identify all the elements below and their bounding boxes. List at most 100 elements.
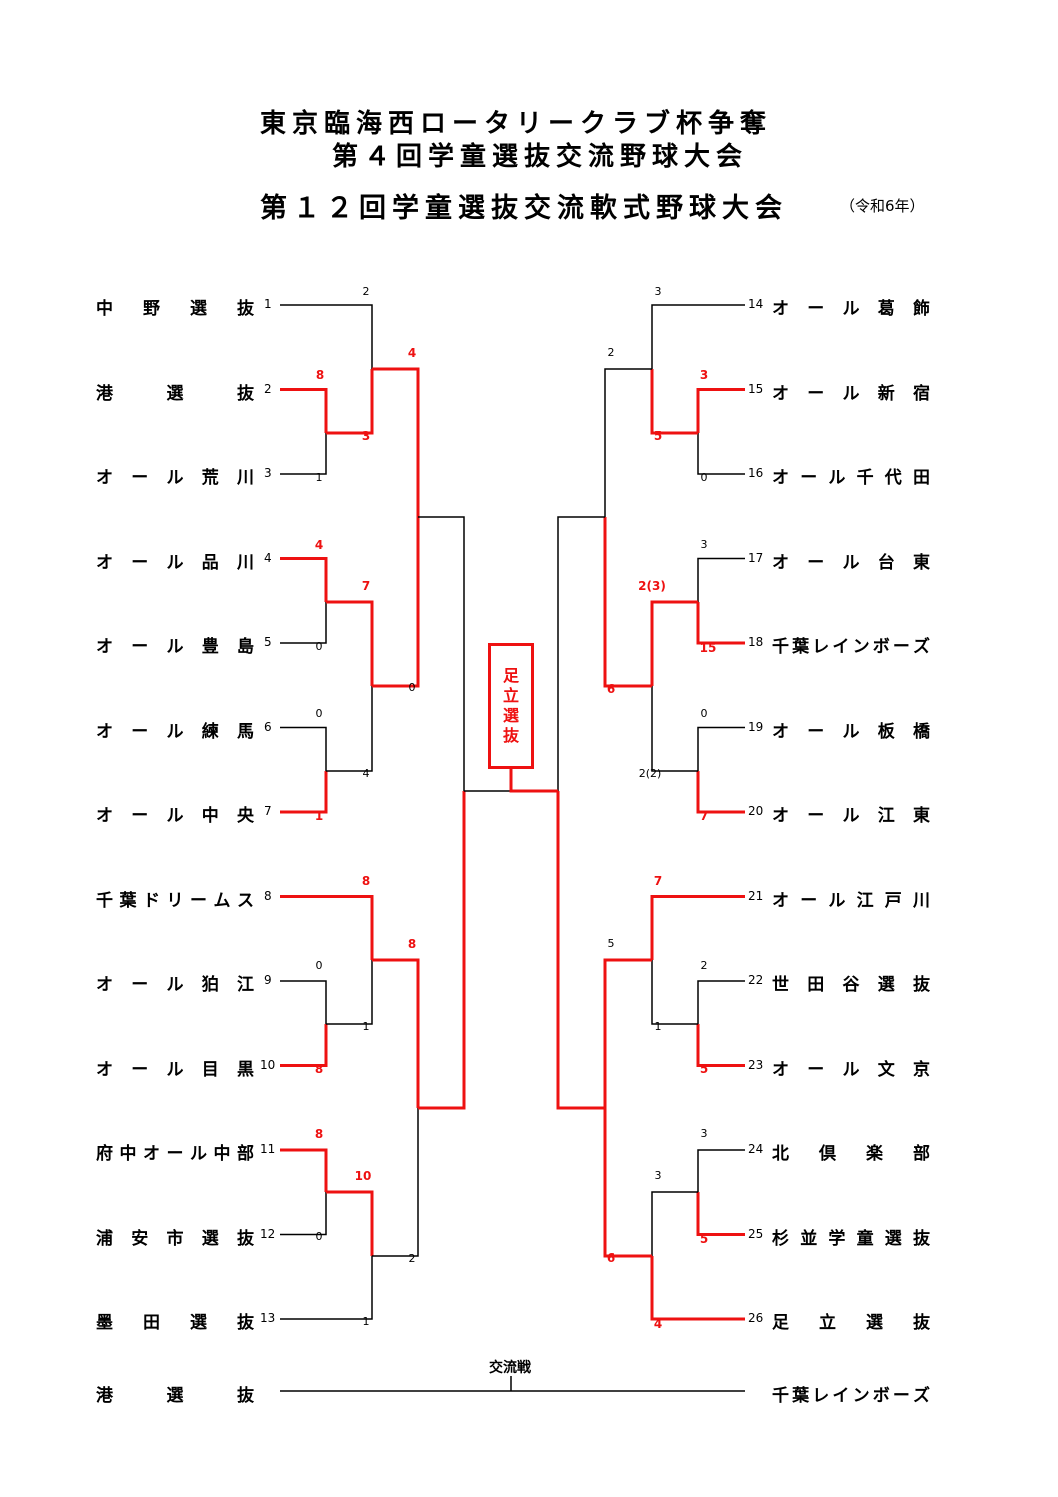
bracket-line <box>696 602 745 645</box>
bracket-line <box>326 369 374 435</box>
bracket-line <box>697 726 745 771</box>
score-s19: 0 <box>315 1230 323 1243</box>
score-s12: 0 <box>408 681 416 694</box>
bracket-line <box>280 895 374 960</box>
bracket-line <box>372 517 420 688</box>
bracket-line <box>696 1024 745 1067</box>
seed-number: 18 <box>748 635 764 649</box>
team-left-9: オール狛江 <box>96 975 254 995</box>
score-r2: 3 <box>699 368 709 382</box>
bracket-line <box>372 958 420 1108</box>
exchange-right-team: 千葉レインボーズ <box>772 1386 930 1406</box>
team-left-10: オール目黒 <box>96 1059 254 1080</box>
team-right-15: オール新宿 <box>772 383 930 404</box>
score-s17: 8 <box>407 937 417 951</box>
tournament-title-sponsor: 東京臨海西ロータリークラブ杯争奪 <box>260 109 773 139</box>
seed-number: 3 <box>264 466 272 480</box>
seed-number: 26 <box>748 1311 764 1325</box>
bracket-line <box>372 367 420 517</box>
bracket-line <box>557 516 605 791</box>
bracket-line <box>651 304 745 369</box>
team-right-18: 千葉レインボーズ <box>772 637 930 657</box>
score-r9: 0 <box>700 707 708 720</box>
seed-number: 13 <box>260 1311 276 1325</box>
bracket-line <box>280 1256 373 1320</box>
bracket-line <box>280 557 328 602</box>
team-right-26: 足立選抜 <box>772 1313 930 1333</box>
score-r7: 15 <box>699 641 717 655</box>
team-right-23: オール文京 <box>772 1059 930 1080</box>
score-r8: 2(3) <box>638 579 666 593</box>
bracket-line <box>696 388 745 433</box>
team-right-22: 世田谷選抜 <box>772 975 930 995</box>
seed-number: 23 <box>748 1057 764 1072</box>
team-left-6: オール練馬 <box>96 721 254 742</box>
team-left-1: 中野選抜 <box>96 299 254 319</box>
seed-number: 11 <box>260 1142 276 1156</box>
bracket-line <box>280 388 328 433</box>
team-right-21: オール江戸川 <box>772 890 930 911</box>
bracket-line <box>280 726 327 771</box>
score-r6: 3 <box>700 538 708 551</box>
score-s4: 3 <box>361 429 371 443</box>
score-r1: 3 <box>654 285 662 298</box>
score-s7: 0 <box>315 640 323 653</box>
score-s18: 8 <box>314 1127 324 1141</box>
score-s15: 8 <box>314 1062 324 1076</box>
bracket-line <box>651 1191 698 1256</box>
team-left-2: 港選抜 <box>96 383 254 404</box>
bracket-line <box>280 304 373 369</box>
score-r13: 7 <box>653 874 663 888</box>
bracket-line <box>650 600 698 686</box>
score-r22: 6 <box>606 1251 616 1265</box>
team-left-12: 浦安市選抜 <box>96 1228 254 1249</box>
score-r20: 3 <box>654 1169 662 1182</box>
bracket-line <box>280 1148 328 1192</box>
bracket-line <box>697 557 745 602</box>
score-s20: 10 <box>354 1169 372 1183</box>
bracket-line <box>418 516 465 791</box>
score-r21: 4 <box>653 1317 663 1331</box>
bracket-line <box>696 1192 745 1236</box>
bracket-line <box>280 433 327 475</box>
bracket-line <box>280 1024 328 1067</box>
score-s21: 1 <box>362 1315 370 1328</box>
score-r14: 2 <box>700 959 708 972</box>
seed-number: 12 <box>260 1226 276 1241</box>
score-r12: 6 <box>606 682 616 696</box>
score-s9: 0 <box>315 707 323 720</box>
bracket-line <box>603 517 652 688</box>
score-s1: 2 <box>362 285 370 298</box>
score-r3: 0 <box>700 471 708 484</box>
score-s6: 4 <box>314 538 324 552</box>
bracket-line <box>697 1149 745 1192</box>
seed-number: 5 <box>264 635 272 649</box>
seed-number: 1 <box>264 297 272 311</box>
bracket-line <box>603 958 652 1108</box>
champion-char: 抜 <box>502 726 519 745</box>
champion-box: 足立選抜 <box>488 643 534 769</box>
seed-number: 10 <box>260 1057 276 1072</box>
seed-number: 17 <box>748 550 764 565</box>
seed-number: 24 <box>748 1142 764 1156</box>
score-r17: 5 <box>607 937 615 950</box>
seed-number: 7 <box>264 804 272 818</box>
bracket-line <box>603 1108 652 1258</box>
bracket-line <box>651 686 698 772</box>
bracket-line <box>556 791 605 1110</box>
seed-number: 8 <box>264 888 272 903</box>
bracket-line <box>651 960 698 1025</box>
bracket-line <box>280 602 327 644</box>
exchange-left-team: 港選抜 <box>96 1386 254 1406</box>
seed-number: 25 <box>748 1226 764 1241</box>
seed-number: 2 <box>264 381 272 396</box>
seed-number: 6 <box>264 719 272 734</box>
bracket-line <box>280 1192 327 1236</box>
bracket-line <box>326 960 373 1025</box>
bracket-line <box>372 1108 419 1257</box>
bracket-line <box>509 769 558 793</box>
score-r19: 5 <box>699 1232 709 1246</box>
score-s8: 7 <box>361 579 371 593</box>
score-r16: 1 <box>654 1020 662 1033</box>
